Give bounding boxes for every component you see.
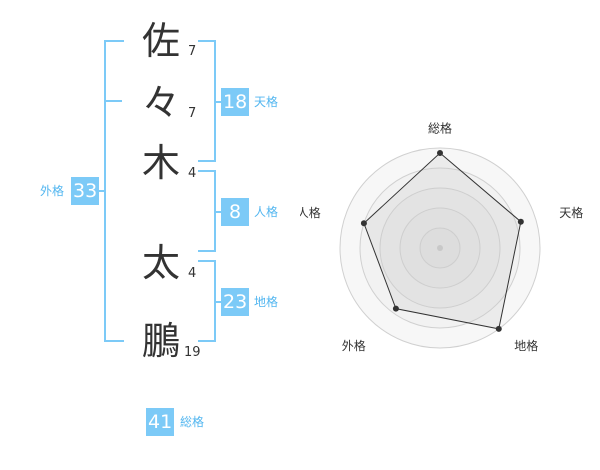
radar-axis-label-4: 外格	[342, 338, 366, 353]
stroke-count-4: 4	[188, 266, 197, 281]
gaikaku-label: 外格	[40, 184, 65, 198]
tenkaku-label: 天格	[254, 95, 279, 109]
radar-axis-label-3: 地格	[514, 338, 538, 353]
gaikaku-bracket	[104, 40, 124, 342]
radar-axis-label-1: 総格	[428, 120, 452, 135]
tenkaku-badge: 18	[221, 88, 249, 116]
gaikaku-connector	[98, 190, 104, 192]
radar-point-2	[517, 218, 524, 225]
tenkaku-connector	[214, 101, 222, 103]
chikaku-connector	[214, 301, 222, 303]
soukaku-badge: 41	[146, 408, 174, 436]
radar-series-polygon	[363, 152, 522, 330]
radar-axis-label-5: 人格	[300, 205, 321, 220]
jinkaku-label: 人格	[254, 205, 279, 219]
chikaku-badge: 23	[221, 288, 249, 316]
stroke-count-3: 4	[188, 166, 197, 181]
radar-point-3	[495, 325, 502, 332]
soukaku-label: 総格	[180, 415, 205, 429]
stroke-count-1: 7	[188, 44, 197, 59]
jinkaku-badge: 8	[221, 198, 249, 226]
radar-point-1	[437, 150, 443, 156]
stroke-count-2: 7	[188, 106, 197, 121]
stroke-count-5: 19	[184, 345, 201, 360]
gaikaku-bracket-tick	[106, 100, 122, 102]
jinkaku-connector	[214, 211, 222, 213]
radar-point-5	[360, 220, 367, 227]
radar-point-4	[392, 305, 399, 312]
name-char-1: 佐	[141, 19, 180, 63]
name-char-3: 木	[141, 141, 180, 185]
name-char-5: 鵬	[141, 319, 180, 363]
name-char-4: 太	[141, 241, 180, 285]
name-char-2: 々	[141, 81, 180, 125]
gaikaku-badge: 33	[71, 177, 99, 205]
chikaku-label: 地格	[254, 295, 279, 309]
radar-axis-label-2: 天格	[559, 205, 583, 220]
radar-center-dot	[437, 245, 443, 251]
